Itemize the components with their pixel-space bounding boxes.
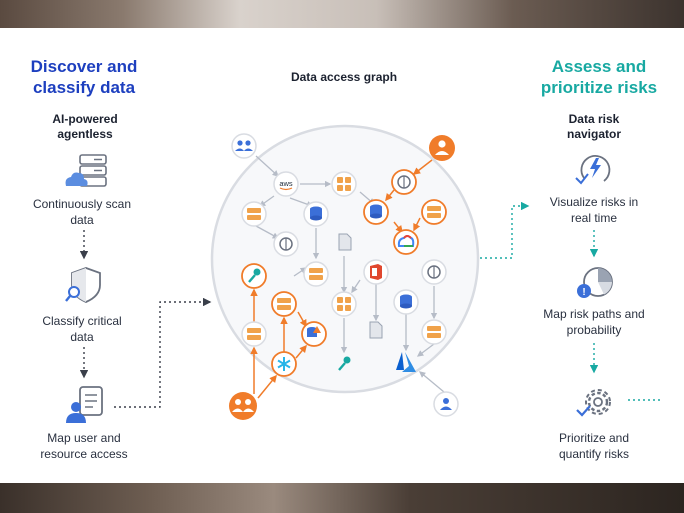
- node-user-orange: [429, 135, 455, 161]
- node-users-orange: [229, 392, 257, 420]
- top-photo-strip: [0, 0, 684, 28]
- graph-boundary-circle: [210, 124, 480, 394]
- step-prioritize-label: Prioritize and quantify risks: [558, 431, 630, 461]
- lightning-gauge-icon: [574, 150, 618, 195]
- node-office: [363, 259, 389, 285]
- node-storage-3: [241, 321, 267, 347]
- step-map-access-label: Map user and resource access: [40, 431, 128, 461]
- edge-users-aws: [255, 155, 279, 177]
- node-users-top: [231, 133, 257, 159]
- node-db-1: [303, 201, 329, 227]
- bottom-photo-strip: [0, 483, 684, 513]
- node-storage-1: [241, 201, 267, 227]
- user-document-icon: [64, 385, 108, 430]
- graph-title: Data access graph: [290, 70, 398, 84]
- node-storage-4: [421, 319, 447, 345]
- left-subheading: AI-powered agentless: [52, 112, 118, 141]
- step-continuously-scan-label: Continuously scan data: [32, 197, 132, 227]
- node-storage-2: [303, 261, 329, 287]
- flow-arrow-from-graph: [480, 201, 530, 259]
- step-visualize-risks-label: Visualize risks in real time: [549, 195, 639, 225]
- node-table-1: [331, 171, 357, 197]
- aws-logo-text: aws: [279, 179, 293, 188]
- step-classify-label: Classify critical data: [42, 314, 122, 344]
- right-subheading: Data risk navigator: [566, 112, 621, 141]
- node-db-2: [393, 289, 419, 315]
- pie-alert-icon: !: [574, 264, 618, 309]
- flow-arrow-to-graph: [114, 297, 212, 408]
- node-db-orange-2: [301, 321, 327, 347]
- edge-user-azure: [419, 371, 445, 393]
- node-key-2: [338, 356, 351, 371]
- edge-snowflake-db: [295, 344, 307, 359]
- edge-storage-table2: [293, 267, 308, 277]
- right-heading: Assess and prioritize risks: [540, 57, 658, 97]
- node-brain-orange: [391, 169, 417, 195]
- shield-search-icon: [64, 266, 108, 311]
- node-brain-1: [273, 231, 299, 257]
- node-snowflake: [271, 351, 297, 377]
- edge-aws-storage: [258, 195, 275, 207]
- edge-storage-azure: [416, 343, 435, 357]
- edge-user-brain: [412, 159, 433, 175]
- node-file-1: [338, 233, 352, 251]
- edge-storage-db2: [297, 311, 307, 328]
- node-table-2: [331, 291, 357, 317]
- edge-brain-db: [385, 189, 395, 202]
- edge-office-table: [351, 279, 361, 294]
- node-brain-2: [421, 259, 447, 285]
- node-file-2: [369, 321, 383, 339]
- left-heading: Discover and classify data: [30, 57, 138, 97]
- node-storage-orange-2: [271, 291, 297, 317]
- node-gcp-orange: [393, 229, 419, 255]
- cloud-server-icon: [62, 152, 110, 197]
- node-aws: aws: [273, 171, 299, 197]
- node-key-orange: [241, 263, 267, 289]
- node-user-bottom: [433, 391, 459, 417]
- svg-text:!: !: [582, 287, 585, 298]
- step-map-risk-paths-label: Map risk paths and probability: [543, 307, 645, 337]
- node-azure: [396, 352, 416, 372]
- node-db-orange: [363, 199, 389, 225]
- edge-users-snowflake: [257, 374, 277, 399]
- edge-storage-brain: [255, 225, 280, 239]
- edge-storage-gcp: [413, 217, 421, 232]
- gear-check-icon: [574, 384, 618, 429]
- node-storage-orange: [421, 199, 447, 225]
